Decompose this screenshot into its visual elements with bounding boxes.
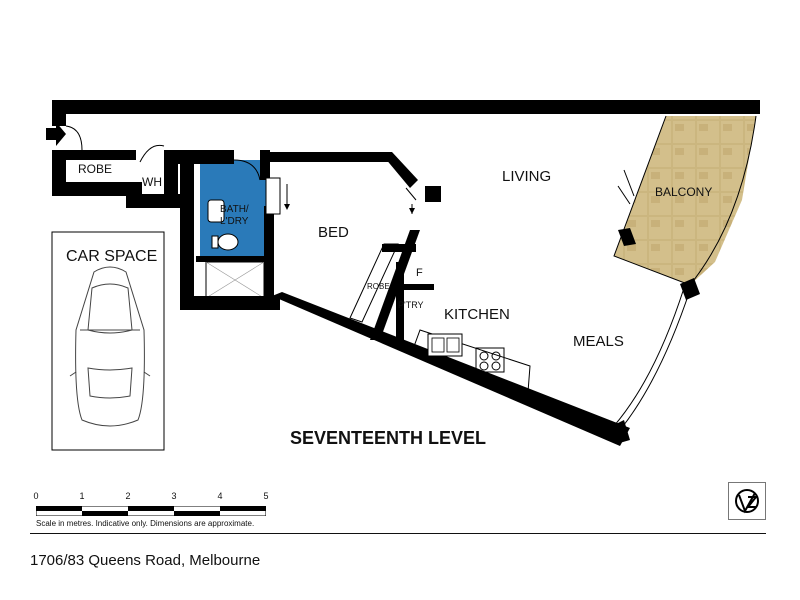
bath-label-line2: L'DRY [220,216,249,227]
north-wall [52,100,760,114]
fridge-label: F [416,267,423,279]
meals-label: MEALS [573,333,624,350]
car-icon [69,266,151,427]
scale-tick-1: 1 [79,491,85,501]
level-title: SEVENTEENTH LEVEL [290,428,486,448]
balcony-area [614,116,756,285]
scale-tick-0: 0 [33,491,39,501]
entry-arrow-icon [46,122,66,146]
property-address: 1706/83 Queens Road, Melbourne [30,552,261,569]
scale-tick-3: 3 [171,491,177,501]
scale-tick-5: 5 [263,491,269,501]
wh-label: WH [142,175,162,189]
living-label: LIVING [502,168,551,185]
car-space-label: CAR SPACE [66,248,157,265]
scale-bar [35,503,267,517]
bath-label-line1: BATH/ [220,204,249,215]
compass-logo-icon [728,482,766,520]
scale-note: Scale in metres. Indicative only. Dimens… [36,519,255,528]
robe-entry-label: ROBE [78,162,112,176]
footer-divider [30,533,766,534]
kitchen-label: KITCHEN [444,306,510,323]
robe-bed-label: ROBE [367,282,390,291]
car-space-box [51,231,165,451]
pantry-label: P'TRY [398,300,424,310]
balcony-label: BALCONY [655,185,712,199]
south-wall [272,292,630,446]
bed-label: BED [318,224,349,241]
scale-tick-2: 2 [125,491,131,501]
scale-tick-4: 4 [217,491,223,501]
